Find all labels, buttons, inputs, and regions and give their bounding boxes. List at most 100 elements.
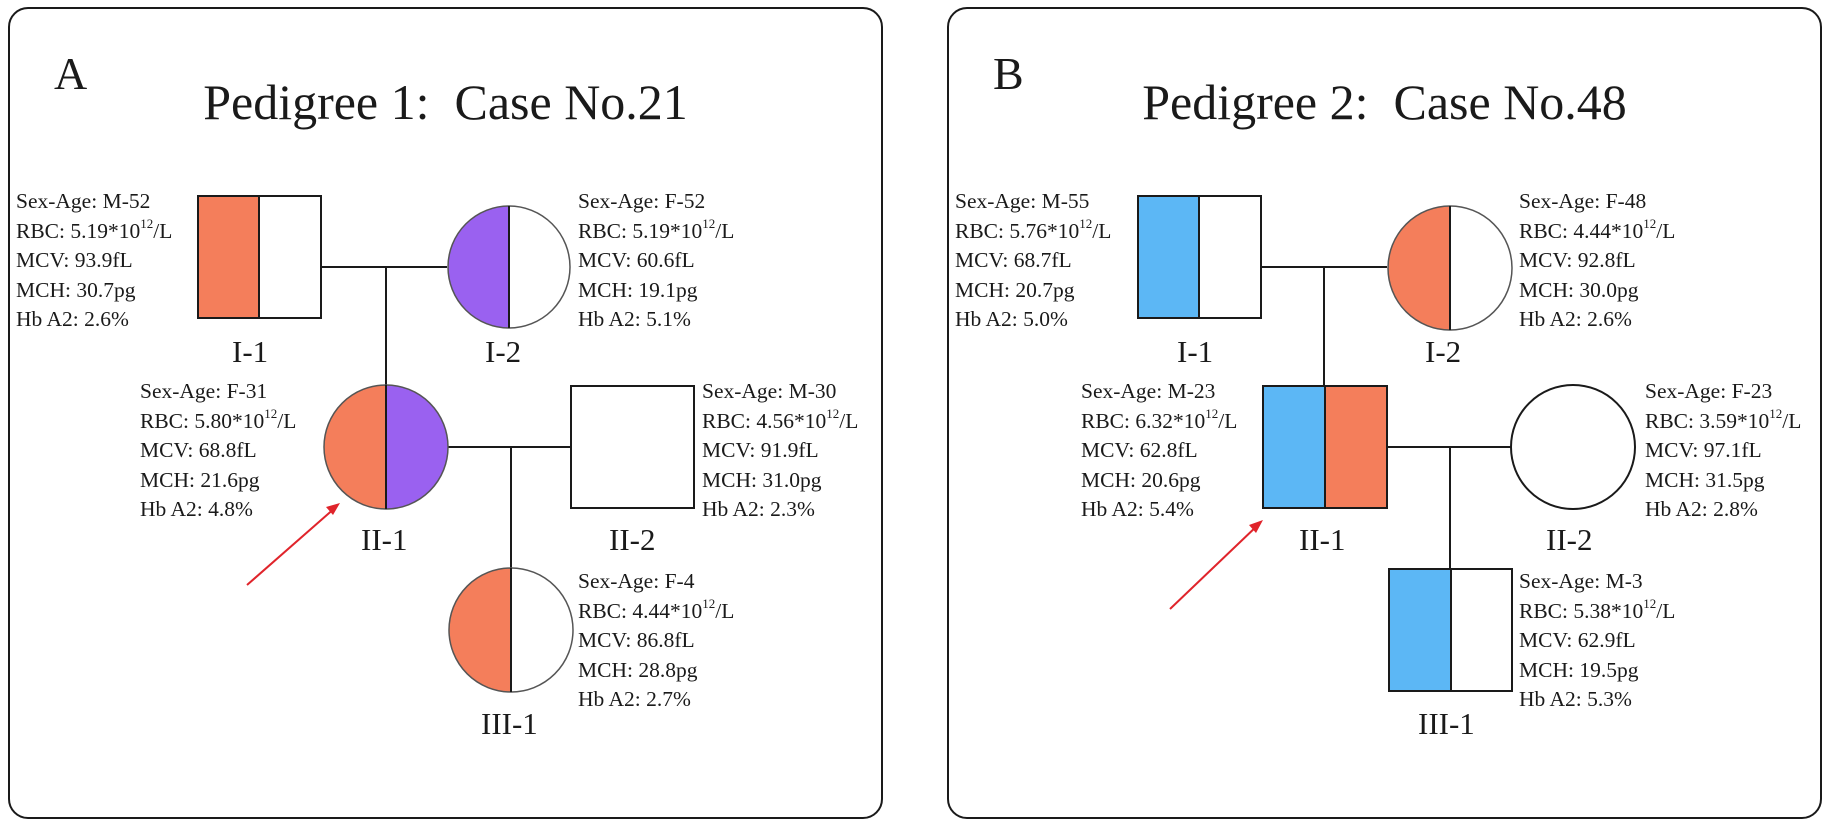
mcv: MCV: 91.9fL [702,438,819,463]
right-half-fill [633,386,694,508]
outline [570,385,695,509]
member-id-label: I-1 [1177,334,1214,369]
panel-title: Pedigree 2: Case No.48 [1142,74,1627,130]
mch: MCH: 28.8pg [578,657,698,682]
right-half-fill [386,385,448,509]
left-half-fill [448,206,509,328]
rbc: RBC: 6.32*1012/L [1081,405,1238,433]
member-II-2-circle [1510,384,1636,510]
member-III-1-info: Sex-Age: M-3 RBC: 5.38*1012/L MCV: 62.9f… [1519,567,1675,715]
panel-letter: A [54,48,88,99]
mcv: MCV: 68.8fL [140,438,257,463]
left-half-fill [1511,385,1573,509]
rbc: RBC: 3.59*1012/L [1645,405,1802,433]
right-half-fill [1573,385,1635,509]
mch: MCH: 31.5pg [1645,467,1765,492]
pedigree-panel-b: B Pedigree 2: Case No.48 I-1 I-2 II-1 II… [947,7,1822,819]
hb-a2: Hb A2: 2.7% [578,687,691,712]
member-II-2-square [570,385,695,509]
pedigree-2-diagram [1137,195,1636,692]
mch: MCH: 19.5pg [1519,657,1639,682]
left-half-fill [1389,569,1451,691]
member-id-label: I-1 [232,334,269,369]
member-II-2-info: Sex-Age: F-23 RBC: 3.59*1012/L MCV: 97.1… [1645,377,1801,525]
member-II-1-info: Sex-Age: F-31 RBC: 5.80*1012/L MCV: 68.8… [140,377,296,525]
right-half-fill [1450,206,1512,330]
member-I-2-info: Sex-Age: F-52 RBC: 5.19*1012/L MCV: 60.6… [578,187,734,335]
member-id-label: I-2 [1425,334,1462,369]
hb-a2: Hb A2: 2.6% [16,307,129,332]
mcv: MCV: 86.8fL [578,628,695,653]
left-half-fill [198,196,259,318]
sex-age: Sex-Age: F-4 [578,569,695,593]
left-half-fill [1138,196,1199,318]
member-id-label: I-2 [485,334,522,369]
mch: MCH: 19.1pg [578,277,698,302]
mcv: MCV: 92.8fL [1519,248,1636,273]
right-half-fill [1325,386,1387,508]
rbc: RBC: 5.80*1012/L [140,405,297,433]
left-half-fill [449,568,511,692]
sex-age: Sex-Age: F-48 [1519,189,1647,213]
member-III-1-circle [448,567,574,693]
panel-title: Pedigree 1: Case No.21 [203,74,688,130]
sex-age: Sex-Age: F-23 [1645,379,1773,403]
mcv: MCV: 62.8fL [1081,438,1198,463]
rbc: RBC: 5.19*1012/L [16,215,173,243]
rbc: RBC: 5.38*1012/L [1519,595,1676,623]
mch: MCH: 21.6pg [140,467,260,492]
right-half-fill [259,196,321,318]
member-II-1-circle [323,384,449,510]
hb-a2: Hb A2: 2.8% [1645,497,1758,522]
mch: MCH: 20.7pg [955,277,1075,302]
rbc: RBC: 5.76*1012/L [955,215,1112,243]
rbc: RBC: 5.19*1012/L [578,215,735,243]
member-id-label: III-1 [1418,706,1475,741]
member-I-2-circle [447,205,571,329]
right-half-fill [509,206,570,328]
sex-age: Sex-Age: M-52 [16,189,151,213]
rbc: RBC: 4.44*1012/L [578,595,735,623]
member-I-2-circle [1387,205,1513,331]
member-II-1-info: Sex-Age: M-23 RBC: 6.32*1012/L MCV: 62.8… [1081,377,1237,525]
member-II-2-info: Sex-Age: M-30 RBC: 4.56*1012/L MCV: 91.9… [702,377,858,525]
right-half-fill [511,568,573,692]
panel-letter: B [993,48,1024,99]
member-II-1-square [1262,385,1388,509]
left-half-fill [1263,386,1325,508]
member-I-2-info: Sex-Age: F-48 RBC: 4.44*1012/L MCV: 92.8… [1519,187,1675,335]
member-III-1-info: Sex-Age: F-4 RBC: 4.44*1012/L MCV: 86.8f… [578,567,734,715]
member-id-label: II-2 [609,522,656,557]
mcv: MCV: 62.9fL [1519,628,1636,653]
member-id-label: II-1 [361,522,408,557]
mcv: MCV: 60.6fL [578,248,695,273]
right-half-fill [1451,569,1512,691]
member-id-label: III-1 [481,706,538,741]
member-I-1-info: Sex-Age: M-55 RBC: 5.76*1012/L MCV: 68.7… [955,187,1111,335]
mcv: MCV: 93.9fL [16,248,133,273]
pedigree-1-diagram [197,195,695,693]
sex-age: Sex-Age: M-23 [1081,379,1216,403]
hb-a2: Hb A2: 2.3% [702,497,815,522]
mch: MCH: 30.7pg [16,277,136,302]
sex-age: Sex-Age: F-31 [140,379,268,403]
left-half-fill [324,385,386,509]
proband-arrow-icon [246,503,340,586]
left-half-fill [571,386,633,508]
hb-a2: Hb A2: 4.8% [140,497,253,522]
member-III-1-square [1388,568,1513,692]
proband-arrow-icon [1169,520,1263,610]
sex-age: Sex-Age: F-52 [578,189,706,213]
hb-a2: Hb A2: 2.6% [1519,307,1632,332]
hb-a2: Hb A2: 5.3% [1519,687,1632,712]
hb-a2: Hb A2: 5.1% [578,307,691,332]
pedigree-panel-a: A Pedigree 1: Case No.21 I-1 I-2 II-1 II… [8,7,883,819]
left-half-fill [1388,206,1450,330]
rbc: RBC: 4.56*1012/L [702,405,859,433]
sex-age: Sex-Age: M-30 [702,379,837,403]
member-I-1-square [1137,195,1262,319]
member-id-label: II-1 [1299,522,1346,557]
mcv: MCV: 68.7fL [955,248,1072,273]
member-id-label: II-2 [1546,522,1593,557]
sex-age: Sex-Age: M-55 [955,189,1090,213]
